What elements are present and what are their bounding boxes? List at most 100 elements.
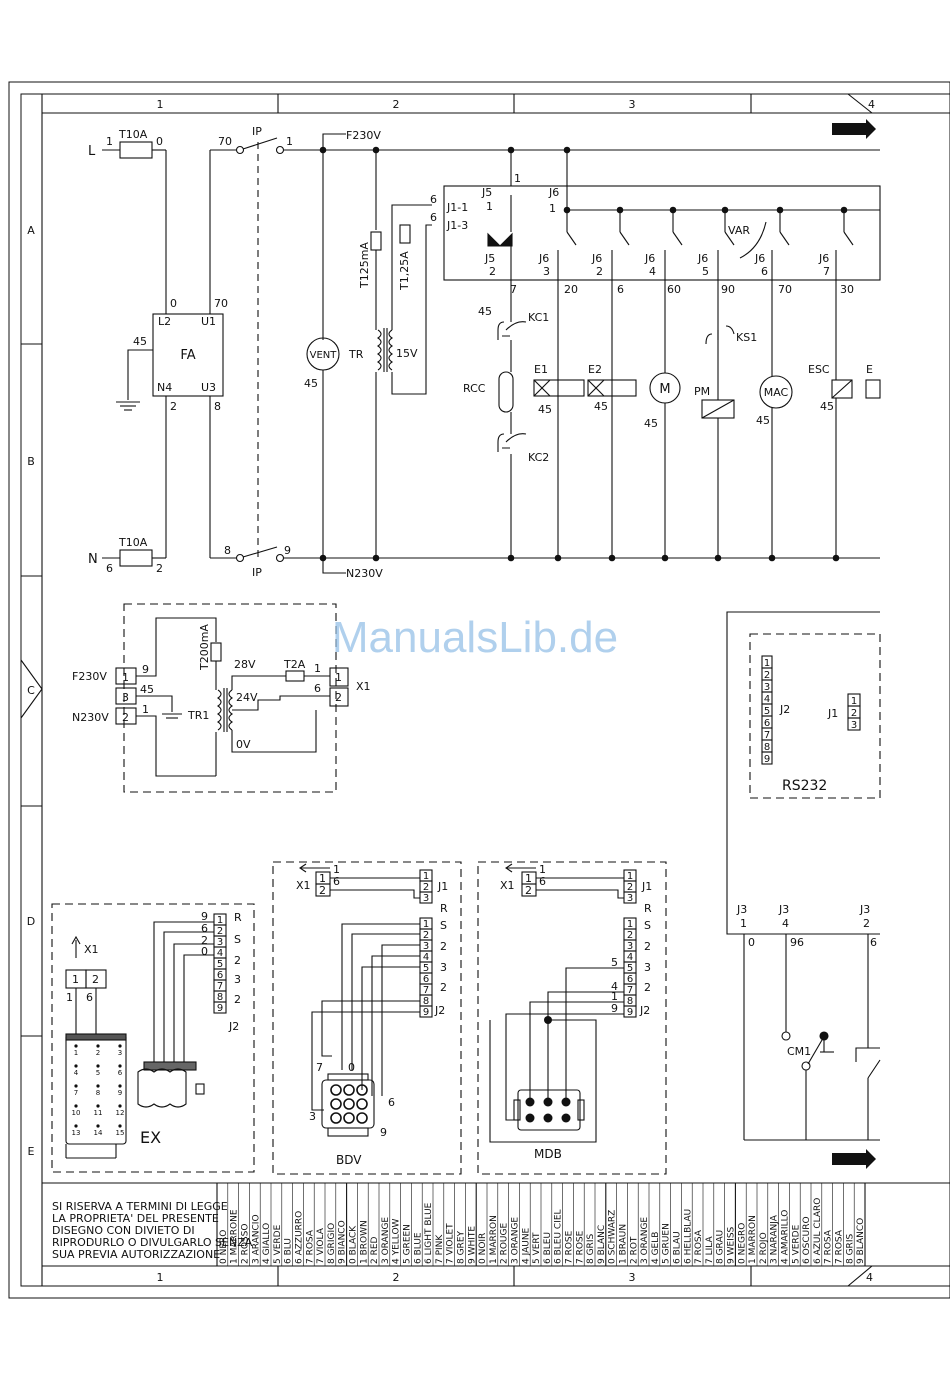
inner-border [20, 93, 950, 1287]
ex-j2-pin-9: 9 [217, 1003, 223, 1014]
relay-rcc [498, 371, 514, 413]
ex-key-dot-10 [74, 1104, 78, 1108]
ex-j2-pin-7: 7 [217, 981, 223, 992]
j6-top: J6 [548, 186, 559, 199]
wire-20: 20 [564, 283, 578, 296]
notice-line-3: DISEGNO CON DIVIETO DI [52, 1224, 195, 1237]
j6-6: J6 [754, 252, 765, 265]
ex-j2-pin-3: 3 [217, 937, 223, 948]
aux-x1-wire-1: 1 [314, 662, 321, 675]
color-code-1-9: 7 VIOLET [446, 1223, 456, 1264]
col-label-2-bottom: 2 [393, 1271, 400, 1284]
line-l: L [88, 144, 96, 159]
control-board [443, 150, 881, 558]
color-code-2-7: 6 BLEU CIEL [554, 1209, 564, 1264]
t2a-label: T2A [283, 658, 306, 671]
ex-key-12: 12 [116, 1109, 125, 1117]
mdb-x1-pin-2: 2 [525, 884, 532, 897]
ex-j2-label: J2 [228, 1020, 239, 1033]
j1-1-label: J1-1 [446, 201, 468, 214]
mdb-label-3: 3 [644, 961, 651, 974]
mdb-plug-dots [525, 1016, 571, 1123]
col-label-4-bottom: 4 [866, 1271, 873, 1284]
j5-top-pin: 1 [486, 200, 493, 213]
rcc-label: RCC [463, 382, 486, 395]
color-code-4-8: 7 ROSA [824, 1229, 834, 1264]
color-code-4-7: 6 AZUL CLARO [813, 1198, 823, 1264]
motor-m [649, 372, 681, 404]
wire-filter-2: 2 [170, 400, 177, 413]
f230v-label: F230V [346, 129, 381, 142]
mdb-j2-pin-box-9 [623, 1005, 637, 1018]
bdv-j1-pins: 123 [419, 869, 433, 904]
wire-filter-0: 0 [170, 297, 177, 310]
color-code-1-5: 5 GREEN [403, 1224, 413, 1264]
ex-key-dot-2 [96, 1044, 100, 1048]
v24-label: 24V [236, 691, 258, 704]
mdb-j2-pin-9: 9 [627, 1007, 633, 1018]
fuse-n-label: T10A [118, 536, 148, 549]
mdb-label-r: R [644, 902, 652, 915]
color-code-3-5: 5 GRUEN [662, 1223, 672, 1264]
ex-key-dot-7 [74, 1084, 78, 1088]
mdb-j1-label: J1 [641, 880, 652, 893]
color-code-4-6: 6 OSCURO [802, 1216, 812, 1264]
ex-j2-pin-4: 4 [217, 948, 223, 959]
j3-1-pin: 1 [740, 917, 747, 930]
ex-key-dot-14 [96, 1124, 100, 1128]
wire-switch-top-out: 1 [286, 135, 293, 148]
rs232-title: RS232 [782, 778, 827, 794]
color-code-1-8: 7 PINK [435, 1234, 445, 1264]
notice-line-2: LA PROPRIETA' DEL PRESENTE [52, 1212, 219, 1225]
mdb-j2-pin-7: 7 [627, 985, 633, 996]
ground-45-f: 45 [820, 400, 834, 413]
ex-key-15: 15 [116, 1129, 125, 1137]
j6-3: J6 [538, 252, 549, 265]
ex-wire-6: 6 [201, 922, 208, 935]
aux-transformer [115, 603, 349, 793]
ex-key-dot-13 [74, 1124, 78, 1128]
ex-key-dot-6 [118, 1064, 122, 1068]
rs232-j2-pin-9: 9 [764, 754, 770, 765]
bdv-plug-pin [343, 1112, 355, 1124]
ex-wire-2: 2 [201, 934, 208, 947]
color-code-4-9: 7 ROSA [835, 1229, 845, 1264]
heater-e1 [533, 379, 585, 397]
j6-5: J6 [697, 252, 708, 265]
color-code-3-8: 7 ROSA [694, 1229, 704, 1264]
aux-fuse-label: T200mA [198, 624, 211, 671]
ground-45-e: 45 [756, 414, 770, 427]
color-code-1-1: 1 BROWN [359, 1220, 369, 1264]
aux-pin-3: 3 [122, 691, 129, 704]
rs232-j1-label: J1 [827, 707, 838, 720]
color-code-1-11: 9 WHITE [467, 1226, 477, 1264]
col-label-3: 3 [629, 98, 636, 111]
ex-j2-pin-2: 2 [217, 926, 223, 937]
color-code-4-11: 9 BLANCO [856, 1218, 866, 1264]
watermark: ManualsLib.de [332, 613, 618, 662]
wire-6-rs: 6 [870, 936, 877, 949]
bdv-plug-pin [356, 1112, 368, 1124]
color-code-3-10: 8 GRAU [716, 1230, 726, 1264]
j6-3-pin: 3 [543, 265, 550, 278]
aux-n230v: N230V [72, 711, 109, 724]
ex-key-dot-1 [74, 1044, 78, 1048]
mdb-j2-label: J2 [639, 1004, 650, 1017]
ex-key-dot-15 [118, 1124, 122, 1128]
ex-label-2b: 2 [234, 993, 241, 1006]
mdb-plug-pin [525, 1113, 535, 1123]
mdb-j1-pin-3: 3 [627, 893, 633, 904]
rs232-j2-pin-8: 8 [764, 742, 770, 753]
col-label-3-bottom: 3 [629, 1271, 636, 1284]
j6-top-pin: 1 [549, 202, 556, 215]
fuse-l-label: T10A [118, 128, 148, 141]
color-code-4-2: 2 ROJO [759, 1232, 769, 1264]
bdv-label-s: S [440, 919, 447, 932]
filter-pin-u1: U1 [201, 315, 216, 328]
aux-wire-45: 45 [140, 683, 154, 696]
color-code-1-4: 4 YELLOW [392, 1218, 402, 1264]
j6-6-pin: 6 [761, 265, 768, 278]
row-label-b: B [27, 455, 35, 468]
